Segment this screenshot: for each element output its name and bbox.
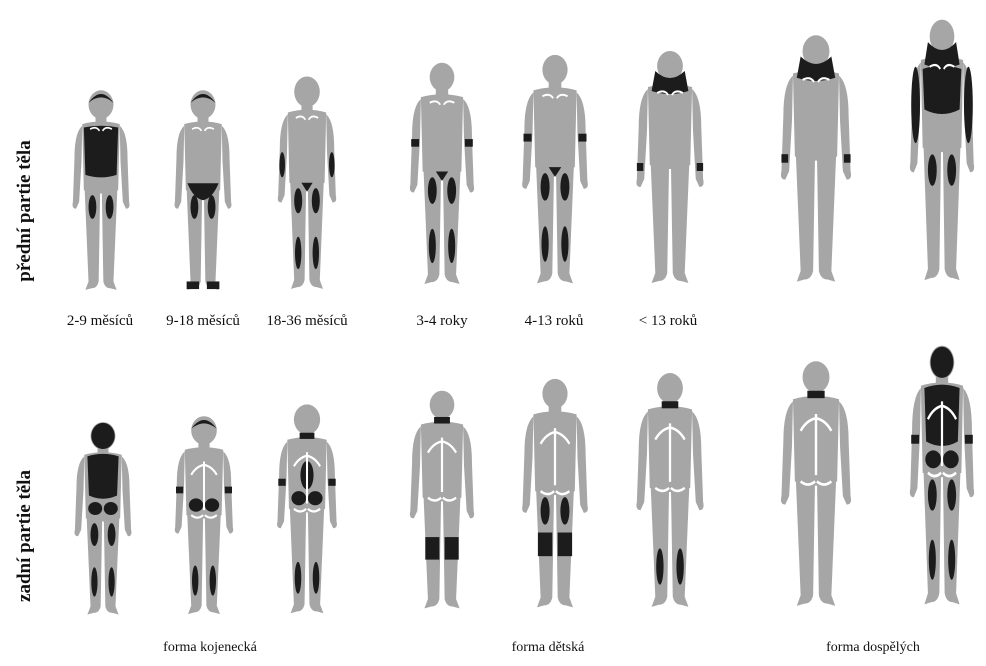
front-row-label: přední partie těla [14, 81, 36, 341]
figure-back-adult-2 [898, 340, 986, 630]
figure-back-9-18-months [164, 412, 244, 630]
body-silhouette [898, 14, 986, 306]
body-silhouette [510, 50, 600, 306]
body-silhouette [624, 46, 716, 306]
figure-front-2-9-months [62, 86, 140, 306]
age-label-3-4-years: 3-4 roky [416, 313, 467, 330]
figure-back-over-13-years [624, 368, 716, 630]
figure-front-adult-1 [768, 30, 864, 306]
body-silhouette [62, 86, 140, 306]
age-label-2-9-months: 2-9 měsíců [67, 313, 133, 330]
figure-back-2-9-months [64, 418, 142, 630]
age-label-4-13-years: 4-13 roků [525, 313, 584, 330]
body-silhouette [510, 374, 600, 630]
form-label-childhood: forma dětská [512, 640, 585, 656]
figure-back-3-4-years [398, 386, 486, 630]
body-silhouette [64, 418, 142, 630]
figure-front-18-36-months [267, 72, 347, 306]
body-silhouette [768, 356, 864, 630]
figure-front-9-18-months [164, 86, 242, 306]
figure-front-over-13-years [624, 46, 716, 306]
figure-back-adult-1 [768, 356, 864, 630]
body-silhouette [768, 30, 864, 306]
age-label-over-13-years: < 13 roků [639, 313, 697, 330]
body-silhouette [267, 72, 347, 306]
back-row-label: zadní partie těla [14, 406, 36, 666]
form-label-adult: forma dospělých [826, 640, 920, 656]
age-label-9-18-months: 9-18 měsíců [166, 313, 240, 330]
body-silhouette [164, 86, 242, 306]
figure-front-4-13-years [510, 50, 600, 306]
figure-front-adult-2 [898, 14, 986, 306]
form-label-infantile: forma kojenecká [163, 640, 257, 656]
body-silhouette [266, 400, 348, 630]
figure-back-18-36-months [266, 400, 348, 630]
figure-back-4-13-years [510, 374, 600, 630]
figure-front-3-4-years [398, 58, 486, 306]
body-silhouette [898, 340, 986, 630]
age-label-18-36-months: 18-36 měsíců [266, 313, 347, 330]
body-silhouette [398, 58, 486, 306]
body-silhouette [624, 368, 716, 630]
body-silhouette [398, 386, 486, 630]
body-silhouette [164, 412, 244, 630]
